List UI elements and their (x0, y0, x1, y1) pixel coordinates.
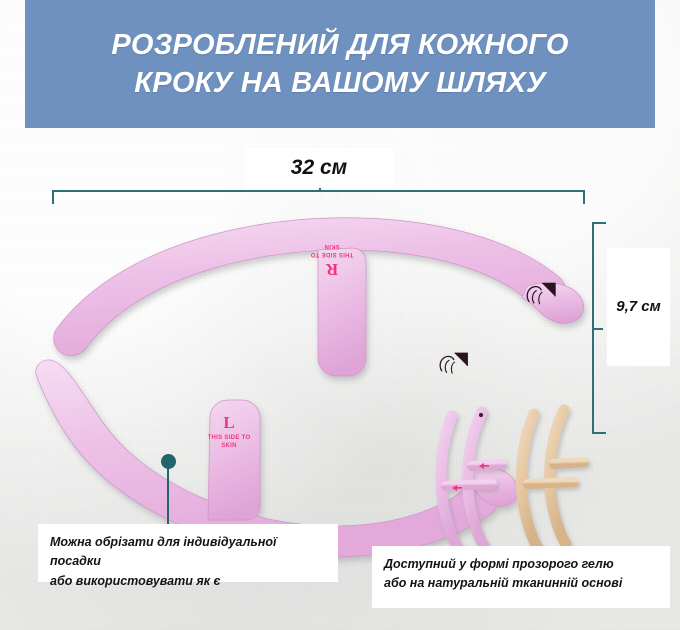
product-photo: R THIS SIDE TO SKIN (0, 128, 680, 630)
callout-pin-dot (161, 454, 176, 469)
svg-text:SKIN: SKIN (324, 243, 340, 249)
product-piece-right (53, 217, 585, 377)
page-title: РОЗРОБЛЕНИЙ ДЛЯ КОЖНОГО КРОКУ НА ВАШОМУ … (111, 28, 569, 99)
width-bracket-cap-right (583, 190, 585, 204)
hand-applying-icon-right (526, 282, 556, 305)
header-banner: РОЗРОБЛЕНИЙ ДЛЯ КОЖНОГО КРОКУ НА ВАШОМУ … (25, 0, 655, 128)
svg-text:THIS SIDE TO: THIS SIDE TO (311, 251, 354, 257)
height-dimension-label: 9,7 см (607, 248, 670, 366)
svg-text:L: L (223, 413, 234, 432)
hand-applying-icon-left (439, 352, 468, 374)
svg-text:R: R (325, 260, 338, 279)
callout-pin-line (167, 466, 169, 524)
callout-right-text: Доступний у формі прозорого гелю або на … (372, 546, 670, 608)
width-bracket-cap-left (52, 190, 54, 204)
width-bracket-bar (52, 190, 585, 192)
height-bracket-cap-top (592, 222, 606, 224)
variant-fabric (515, 404, 589, 554)
height-bracket-tick (592, 328, 603, 330)
height-dimension-bracket (592, 222, 608, 434)
width-dimension-bracket (52, 180, 585, 206)
width-dimension-label: 32 см (245, 148, 393, 188)
svg-text:THIS SIDE TO: THIS SIDE TO (208, 435, 251, 441)
height-bracket-cap-bottom (592, 432, 606, 434)
callout-left-text: Можна обрізати для індивідуальної посадк… (38, 524, 338, 588)
marking-right: R THIS SIDE TO SKIN (311, 243, 354, 279)
product-illustration: R THIS SIDE TO SKIN (35, 217, 589, 558)
marking-left: L THIS SIDE TO SKIN (208, 413, 251, 449)
svg-text:SKIN: SKIN (221, 443, 237, 449)
variant-gel (435, 406, 507, 554)
